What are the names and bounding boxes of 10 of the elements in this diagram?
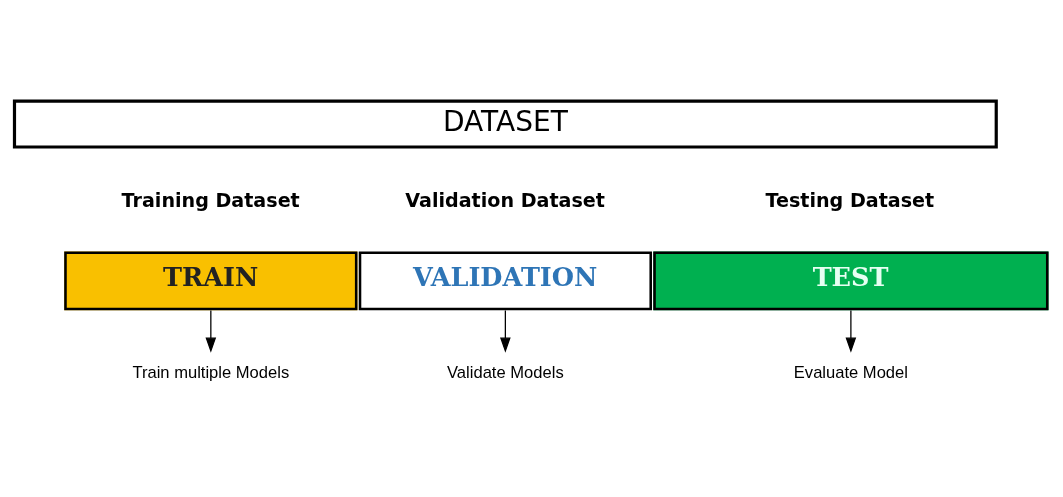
arrow — [500, 309, 511, 353]
node-label: Testing Dataset — [765, 188, 935, 212]
node-box: DATASET — [12, 99, 998, 149]
node-text: Evaluate Model — [793, 362, 908, 382]
node-text: Train multiple Models — [132, 362, 290, 382]
node-text: Validate Models — [447, 362, 564, 382]
arrow — [205, 309, 217, 353]
node-label: Training Dataset — [121, 188, 300, 212]
node-label: Validation Dataset — [405, 188, 605, 212]
arrow — [845, 309, 857, 353]
